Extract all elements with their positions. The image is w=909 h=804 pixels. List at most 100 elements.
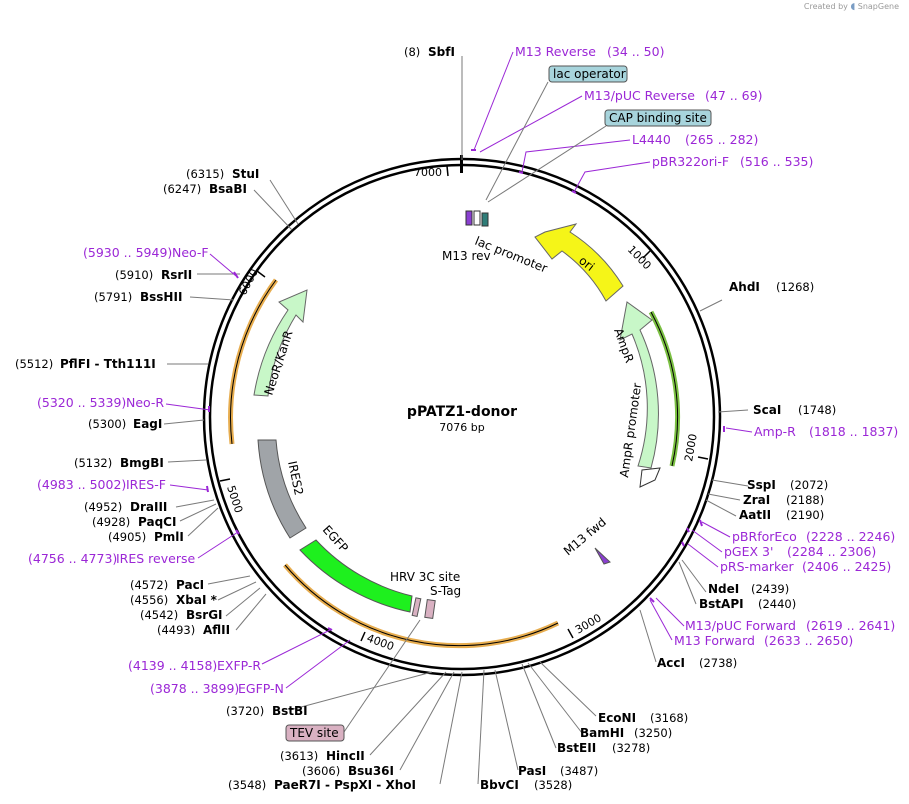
site-stui: StuI (232, 167, 259, 181)
primer-prs-marker-range: (2406 .. 2425) (802, 559, 891, 574)
site-hincii: HincII (326, 749, 365, 763)
m13-rev-label: M13 rev (442, 249, 491, 263)
site-paer7i-pos: (3548) (228, 778, 266, 792)
site-stui-pos: (6315) (186, 167, 224, 181)
site-aatii: AatII (739, 508, 771, 522)
plasmid-length: 7076 bp (439, 421, 484, 434)
tick-6000: 6000 (236, 267, 261, 298)
primer-neo-r: Neo-R (126, 395, 164, 410)
primer-l4440: L4440 (632, 132, 671, 147)
stag-feature (424, 598, 436, 620)
site-zrai: ZraI (743, 493, 770, 507)
m13-fwd-label: M13 fwd (561, 515, 609, 558)
m13-rev-feature (465, 210, 473, 226)
site-econi: EcoNI (598, 711, 636, 725)
primer-labels: M13 Reverse (34 .. 50) M13/pUC Reverse (… (28, 44, 898, 696)
primer-pbr322ori-f: pBR322ori-F (652, 154, 729, 169)
ampr-promoter-feature (639, 467, 661, 488)
site-bsteii: BstEII (557, 741, 596, 755)
site-bsrgi: BsrGI (186, 608, 223, 622)
site-scai: ScaI (753, 403, 781, 417)
site-sspi-pos: (2072) (790, 478, 828, 492)
primer-ires-reverse-range: (4756 .. 4773) (28, 551, 117, 566)
boxed-features: lac operator CAP binding site TEV site (285, 65, 712, 742)
site-bsrgi-pos: (4542) (140, 608, 178, 622)
site-pasi: PasI (518, 764, 546, 778)
site-bsu36i: Bsu36I (348, 764, 394, 778)
tev-site-label: TEV site (289, 726, 339, 740)
site-paqci: PaqCI (138, 515, 176, 529)
site-pflfi-pos: (5512) (15, 357, 53, 371)
site-bsabi: BsaBI (209, 182, 247, 196)
site-rsrii-pos: (5910) (115, 268, 153, 282)
primer-pbr322ori-f-range: (516 .. 535) (740, 154, 813, 169)
site-bamhi: BamHI (580, 726, 624, 740)
lac-operator-feature (481, 212, 489, 227)
primer-exfp-r: EXFP-R (217, 658, 261, 673)
primer-ires-f: IRES-F (126, 477, 166, 492)
site-eagi-pos: (5300) (88, 417, 126, 431)
site-bstbi-pos: (3720) (226, 704, 264, 718)
site-xbai: XbaI * (176, 593, 218, 607)
site-bbvci-pos: (3528) (534, 778, 572, 792)
tick-2000: 2000 (682, 433, 700, 463)
site-bsteii-pos: (3278) (612, 741, 650, 755)
lac-operator-label: lac operator (553, 67, 626, 81)
site-pmli-pos: (4905) (108, 530, 146, 544)
primer-exfp-r-range: (4139 .. 4158) (128, 658, 217, 673)
primer-amp-r-range: (1818 .. 1837) (809, 424, 898, 439)
site-bstapi-pos: (2440) (758, 597, 796, 611)
ires2-label: IRES2 (285, 460, 306, 497)
site-draiii: DraIII (130, 500, 167, 514)
primer-neo-r-range: (5320 .. 5339) (37, 395, 126, 410)
site-aatii-pos: (2190) (786, 508, 824, 522)
credit-prefix: Created by (803, 2, 848, 11)
site-pasi-pos: (3487) (560, 764, 598, 778)
site-hincii-pos: (3613) (280, 749, 318, 763)
primer-ticks (206, 149, 725, 631)
site-draiii-pos: (4952) (84, 500, 122, 514)
neor-feature (253, 289, 308, 397)
tick-marks (219, 165, 709, 642)
tick-7000: 7000 (414, 166, 442, 179)
tev-site-box (285, 724, 345, 742)
primer-m13-reverse-range: (34 .. 50) (607, 44, 664, 59)
site-paci-pos: (4572) (130, 578, 168, 592)
site-rsrii: RsrII (161, 268, 192, 282)
primer-egfp-n-range: (3878 .. 3899) (150, 681, 239, 696)
site-bstapi: BstAPI (699, 597, 744, 611)
egfp-feature (299, 539, 413, 613)
primer-l4440-range: (265 .. 282) (685, 132, 758, 147)
stag-label: S-Tag (430, 584, 461, 598)
primer-ires-f-range: (4983 .. 5002) (37, 477, 126, 492)
primer-leader-lines (165, 51, 753, 689)
primer-prs-marker: pRS-marker (720, 559, 795, 574)
site-zrai-pos: (2188) (786, 493, 824, 507)
site-pmli: PmlI (154, 530, 184, 544)
ires2-feature (257, 439, 307, 539)
site-acci: AccI (657, 656, 685, 670)
green-arc-ampr-line (650, 311, 679, 467)
enzyme-sites-right: AhdI (1268) ScaI (1748) SspI (2072) ZraI… (480, 280, 836, 792)
lac-promoter-feature (473, 210, 481, 226)
primer-m13puc-forward-range: (2619 .. 2641) (806, 618, 895, 633)
site-bsshii: BssHII (140, 290, 182, 304)
site-xbai-pos: (4556) (130, 593, 168, 607)
site-acci-pos: (2738) (699, 656, 737, 670)
site-bmgbi: BmgBI (120, 456, 164, 470)
primer-pgex3-range: (2284 .. 2306) (787, 544, 876, 559)
primer-m13-reverse: M13 Reverse (515, 44, 596, 59)
primer-egfp-n: EGFP-N (238, 681, 284, 696)
site-bsshii-pos: (5791) (94, 290, 132, 304)
primer-m13puc-reverse: M13/pUC Reverse (584, 88, 695, 103)
primer-neo-f-range: (5930 .. 5949) (83, 245, 172, 260)
site-sspi: SspI (747, 478, 776, 492)
ampr-feature (619, 301, 659, 469)
cap-binding-box (604, 109, 712, 127)
site-paci: PacI (176, 578, 204, 592)
ori-feature (534, 223, 624, 302)
primer-m13-forward-range: (2633 .. 2650) (764, 633, 853, 648)
snapgene-logo-icon: ◖ (850, 2, 856, 12)
plasmid-name: pPATZ1-donor (407, 404, 517, 420)
